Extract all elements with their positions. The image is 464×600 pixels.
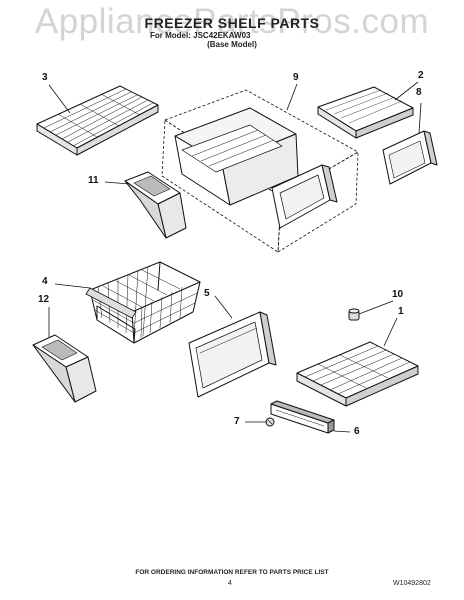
callout-7: 7: [234, 416, 240, 427]
watermark-text: AppliancePartsPros.com: [34, 2, 430, 41]
callout-3: 3: [42, 72, 48, 83]
model-code: JSC42EKAW03: [193, 31, 251, 40]
callout-1: 1: [398, 306, 404, 317]
model-prefix: For Model:: [150, 31, 191, 40]
part-3-wire-shelf: [36, 85, 159, 156]
part-11-end-cap: [124, 171, 187, 239]
part-9-freezer-bin: [161, 89, 359, 253]
part-8-shelf-trim: [382, 130, 438, 185]
part-5-basket-front: [188, 311, 277, 398]
callout-4: 4: [42, 276, 48, 287]
leader-lines: [48, 81, 422, 433]
callout-10: 10: [392, 289, 404, 300]
part-4-wire-basket: [85, 261, 201, 344]
callout-8: 8: [416, 87, 422, 98]
bin-front-panel: [271, 164, 338, 229]
callout-11: 11: [88, 175, 99, 186]
page-number: 4: [228, 580, 232, 587]
callout-12: 12: [38, 294, 50, 305]
ordering-note: FOR ORDERING INFORMATION REFER TO PARTS …: [135, 569, 329, 576]
callout-2: 2: [418, 70, 424, 81]
callout-6: 6: [354, 426, 360, 437]
document-number: W10492802: [393, 580, 431, 587]
page-title: FREEZER SHELF PARTS: [144, 15, 320, 31]
model-line: For Model: JSC42EKAW03: [150, 31, 250, 40]
model-variant: (Base Model): [207, 40, 257, 49]
part-12-end-cap: [32, 334, 97, 403]
part-6-shelf-rail: [270, 400, 335, 434]
part-7-screw: [265, 417, 275, 427]
part-2-glass-shelf: [317, 86, 414, 139]
part-10-bushing: [348, 308, 360, 321]
part-1-lower-shelf: [296, 341, 419, 407]
callout-5: 5: [204, 288, 210, 299]
callout-9: 9: [293, 72, 299, 83]
